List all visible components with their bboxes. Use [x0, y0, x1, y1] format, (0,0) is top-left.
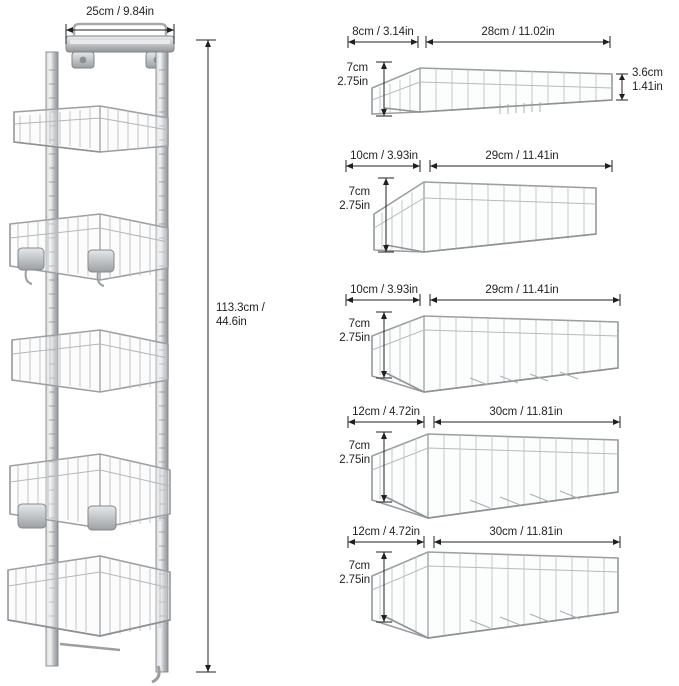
basket-4-height-label-line1: 7cm [348, 440, 371, 452]
basket-1-depth-label: 8cm / 3.14in [352, 26, 414, 38]
basket-5-depth-label: 12cm / 4.72in [352, 526, 420, 538]
left-total-height-label-line1: 113.3cm / [216, 302, 265, 314]
basket-1-height-label-line1: 7cm [346, 62, 369, 74]
basket-3-height-label-line1: 7cm [348, 318, 371, 330]
basket-2-height-label-line1: 7cm [348, 186, 371, 198]
left-top-width-label: 25cm / 9.84in [86, 6, 154, 18]
basket-5-art [371, 551, 619, 639]
basket-4-depth-label: 12cm / 4.72in [352, 406, 420, 418]
basket-4-height-label-line2: 2.75in [339, 454, 370, 466]
basket-3-depth-label: 10cm / 3.93in [350, 284, 418, 296]
basket-2-depth-label: 10cm / 3.93in [350, 150, 418, 162]
basket-2-height-label-line2: 2.75in [339, 200, 370, 212]
left-dimension-lines [65, 24, 216, 673]
basket-4-art [371, 433, 619, 519]
basket-1-width-label: 28cm / 11.02in [481, 26, 555, 38]
basket-1-height-label-line2: 2.75in [337, 76, 368, 88]
basket-3-width-label: 29cm / 11.41in [485, 284, 559, 296]
basket-4-width-label: 30cm / 11.81in [489, 406, 563, 418]
left-rack-art [7, 22, 175, 684]
basket-5-width-label: 30cm / 11.81in [489, 526, 563, 538]
basket-5-height-label-line1: 7cm [348, 560, 371, 572]
basket-2-width-label: 29cm / 11.41in [485, 150, 559, 162]
basket-1-side-height-label-line1: 3.6cm [632, 67, 663, 79]
basket-2-art [373, 181, 597, 253]
basket-5-height-label-line2: 2.75in [339, 574, 370, 586]
basket-1-art [371, 67, 613, 115]
left-total-height-label-line2: 44.6in [216, 316, 247, 328]
basket-3-height-label-line2: 2.75in [339, 332, 370, 344]
basket-3-art [371, 315, 619, 393]
basket-1-side-height-label-line2: 1.41in [632, 81, 663, 93]
